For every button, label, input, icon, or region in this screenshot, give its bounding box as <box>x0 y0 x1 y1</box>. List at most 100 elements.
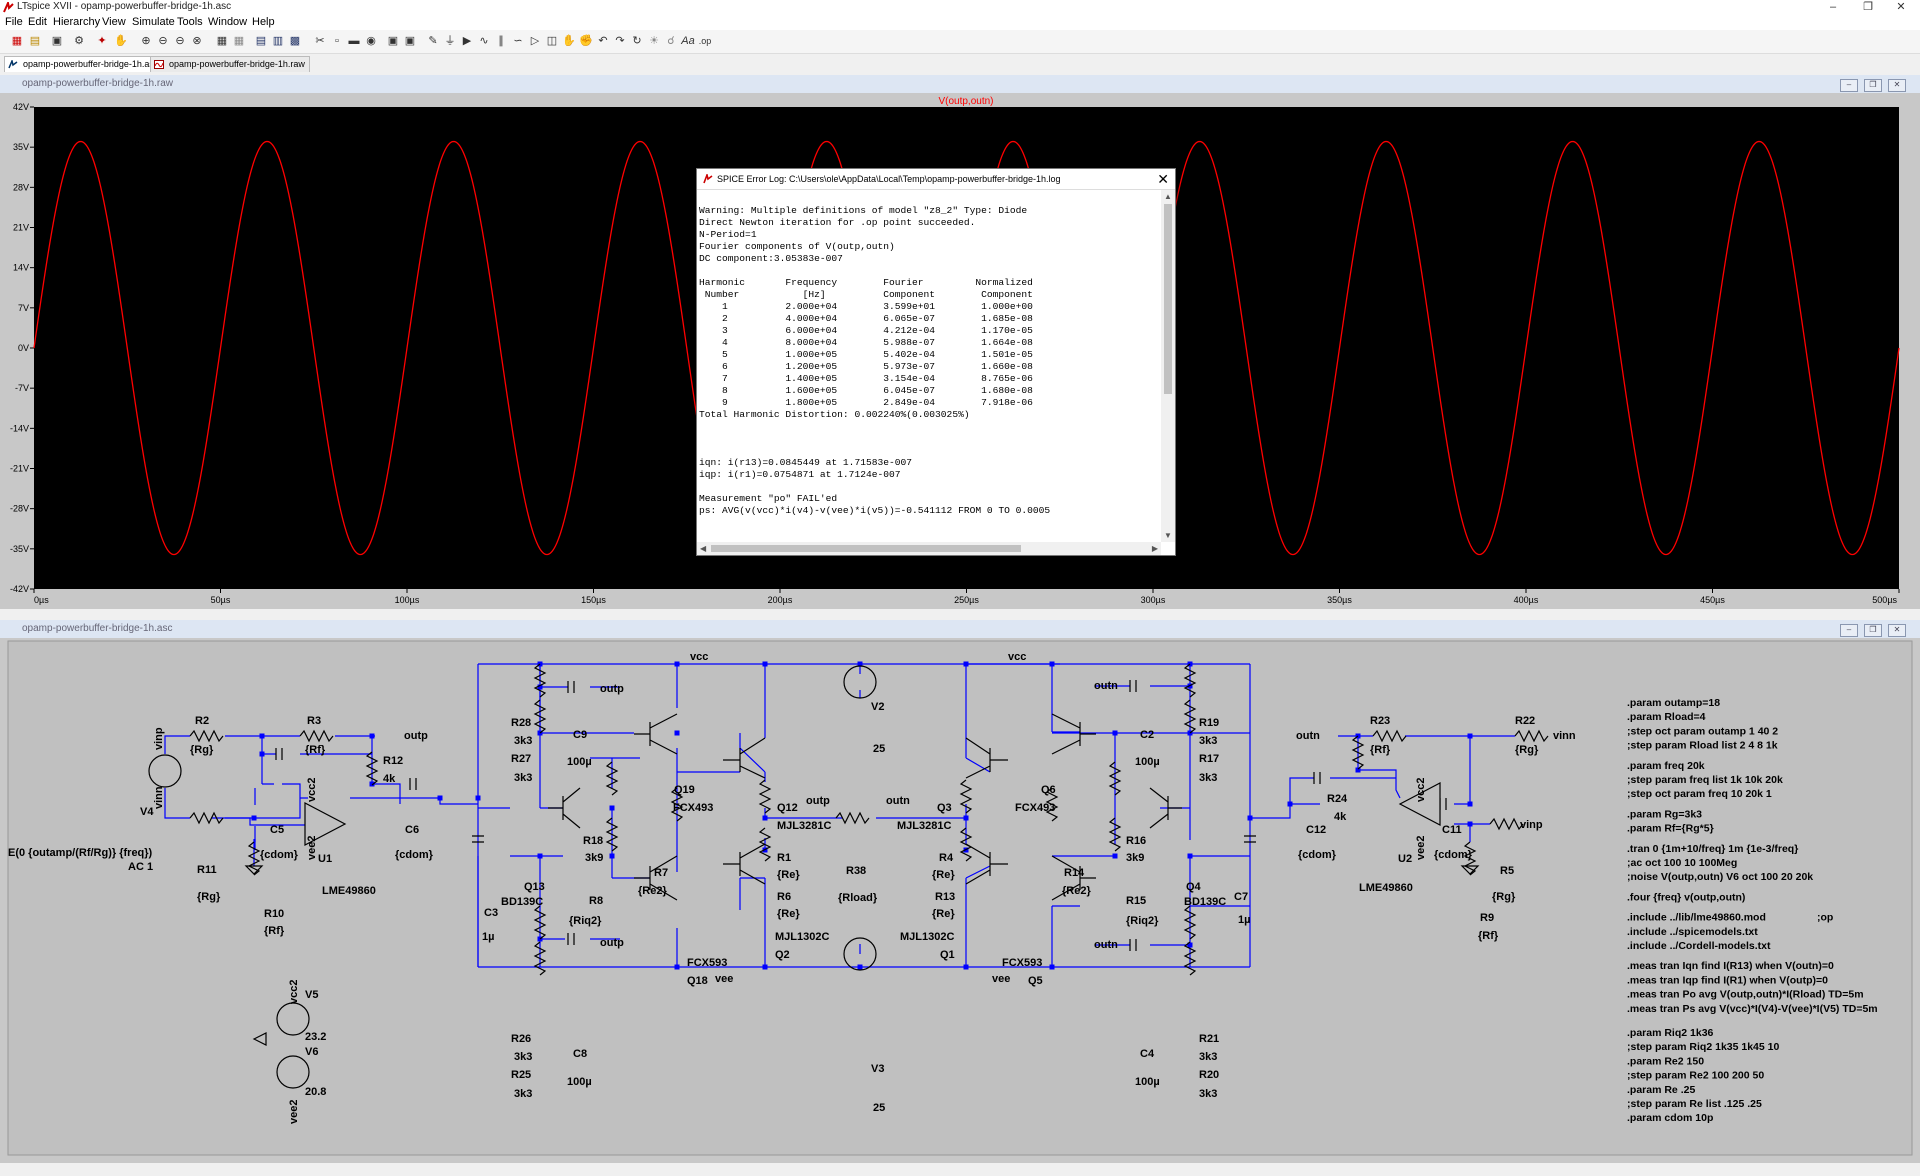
tab-waveform[interactable]: opamp-powerbuffer-bridge-1h.raw <box>150 56 310 72</box>
spice-directive-line[interactable]: ;noise V(outp,outn) V6 oct 100 20 20k <box>1627 871 1813 883</box>
tab-schematic[interactable]: opamp-powerbuffer-bridge-1h.asc <box>4 56 164 72</box>
spice-directive-icon[interactable]: .op <box>698 36 712 46</box>
spice-directive-line[interactable]: ;step param Re2 100 200 50 <box>1627 1070 1764 1082</box>
spice-directives[interactable]: .param outamp=18 .param Rload=4 ;step oct … <box>1627 697 1878 1124</box>
drag-icon[interactable]: ✊ <box>579 35 593 47</box>
undo-icon[interactable]: ↶ <box>598 35 608 47</box>
wire-icon[interactable]: ✎ <box>428 35 438 47</box>
paste-icon[interactable]: ▬ <box>348 35 360 47</box>
spice-directive-line[interactable]: .tran 0 {1m+10/freq} 1m {1e-3/freq} <box>1627 843 1798 855</box>
autorange-icon[interactable]: ▦ <box>216 35 228 47</box>
run-icon[interactable]: ✦ <box>97 35 107 47</box>
schematic-canvas[interactable]: vcc vcc vee vee outp outp outp outp outn… <box>0 638 1920 1165</box>
close-button[interactable]: ✕ <box>1896 1 1906 13</box>
error-log-vertical-scrollbar[interactable]: ▲ ▼ <box>1161 190 1175 542</box>
ground-icon[interactable]: ⏚ <box>444 35 456 47</box>
spice-directive-line[interactable]: .param outamp=18 <box>1627 697 1720 709</box>
spice-directive-line[interactable]: ;ac oct 100 10 100Meg <box>1627 857 1737 869</box>
spice-directive-line[interactable]: ;step oct param outamp 1 40 2 <box>1627 725 1778 737</box>
spice-directive-line[interactable]: ;step param Riq2 1k35 1k45 10 <box>1627 1041 1779 1053</box>
maximize-button[interactable]: ❐ <box>1863 1 1873 13</box>
new-schematic-icon[interactable]: ▦ <box>11 35 23 47</box>
component-icon[interactable]: ◫ <box>546 35 558 47</box>
copy-icon[interactable]: ▫ <box>335 35 339 47</box>
menu-window[interactable]: Window <box>208 16 248 28</box>
error-log-horizontal-scrollbar[interactable]: ◀ ▶ <box>697 542 1161 555</box>
spice-directive-line[interactable]: .meas tran Po avg V(outp,outn)*I(Rload) … <box>1627 989 1864 1001</box>
control-panel-icon[interactable]: ⚙ <box>74 35 84 47</box>
error-log-titlebar[interactable]: SPICE Error Log: C:\Users\ole\AppData\Lo… <box>697 169 1175 190</box>
rotate-icon[interactable]: ↻ <box>632 35 642 47</box>
spice-error-log-dialog[interactable]: SPICE Error Log: C:\Users\ole\AppData\Lo… <box>696 168 1176 556</box>
spice-directive-line[interactable]: .param Riq2 1k36 <box>1627 1027 1714 1039</box>
scroll-left-icon[interactable]: ◀ <box>700 544 707 553</box>
scroll-up-icon[interactable]: ▲ <box>1164 192 1172 201</box>
open-file-icon[interactable]: ▤ <box>29 35 41 47</box>
cascade-icon[interactable]: ▩ <box>289 35 301 47</box>
resistor-icon[interactable]: ∿ <box>479 35 489 47</box>
spice-directive-line[interactable]: .param Rf={Rg*5} <box>1627 823 1714 835</box>
spice-directive-line[interactable]: .four {freq} v(outp,outn) <box>1627 891 1745 903</box>
pan-icon[interactable]: ⊖ <box>158 35 168 47</box>
spice-directive-line[interactable]: .meas tran Ps avg V(vcc)*I(V4)-V(vee)*I(… <box>1627 1003 1878 1015</box>
tile-horizontal-icon[interactable]: ▤ <box>255 35 267 47</box>
delete-traces-icon[interactable]: ▦ <box>233 35 245 47</box>
text-icon[interactable]: ☌ <box>667 35 675 47</box>
spice-directive-line[interactable]: .include ../Cordell-models.txt <box>1627 940 1771 952</box>
waveform-close-button[interactable]: ✕ <box>1888 79 1906 92</box>
tile-vertical-icon[interactable]: ▥ <box>272 35 284 47</box>
error-log-text[interactable]: Warning: Multiple definitions of model "… <box>699 205 1051 516</box>
zoom-fit-icon[interactable]: ⊗ <box>192 35 202 47</box>
menu-view[interactable]: View <box>102 16 126 28</box>
label-net-icon[interactable]: ▶ <box>462 35 472 47</box>
waveform-minimize-button[interactable]: – <box>1840 79 1858 92</box>
spice-directive-line[interactable]: .param Re .25 <box>1627 1084 1695 1096</box>
horizontal-scroll-thumb[interactable] <box>711 545 1021 552</box>
menu-file[interactable]: File <box>5 16 23 28</box>
spice-directive-line[interactable]: .include ../lib/lme49860.mod <box>1627 912 1766 924</box>
zoom-out-icon[interactable]: ⊖ <box>175 35 185 47</box>
print-icon[interactable]: ▣ <box>404 35 416 47</box>
scroll-down-icon[interactable]: ▼ <box>1164 531 1172 540</box>
menu-hierarchy[interactable]: Hierarchy <box>53 16 101 28</box>
diode-icon[interactable]: ▷ <box>530 35 540 47</box>
capacitor-icon[interactable]: ∥ <box>498 35 504 47</box>
inductor-icon[interactable]: ∽ <box>513 35 523 47</box>
redo-icon[interactable]: ↷ <box>615 35 625 47</box>
spice-directive-line[interactable]: .param Rload=4 <box>1627 711 1706 723</box>
trace-label[interactable]: V(outp,outn) <box>938 96 993 107</box>
menu-help[interactable]: Help <box>252 16 275 28</box>
spice-directive-op[interactable]: ;op <box>1817 912 1833 924</box>
schematic-close-button[interactable]: ✕ <box>1888 624 1906 637</box>
spice-directive-line[interactable]: .include ../spicemodels.txt <box>1627 926 1758 938</box>
spice-directive-line[interactable]: ;step param freq list 1k 10k 20k <box>1627 774 1783 786</box>
spice-directive-line[interactable]: .param cdom 10p <box>1627 1112 1713 1124</box>
spice-directive-line[interactable]: .param Re2 150 <box>1627 1055 1704 1067</box>
text-aa-icon[interactable]: Aa <box>681 35 695 47</box>
menu-edit[interactable]: Edit <box>28 16 47 28</box>
minimize-button[interactable]: – <box>1829 1 1837 13</box>
spice-directive-line[interactable]: ;step oct param freq 10 20k 1 <box>1627 788 1772 800</box>
vertical-scroll-thumb[interactable] <box>1164 204 1172 394</box>
save-icon[interactable]: ▣ <box>51 35 63 47</box>
schematic-restore-button[interactable]: ❐ <box>1864 624 1882 637</box>
halt-icon[interactable]: ✋ <box>114 35 128 47</box>
spice-directive-line[interactable]: ;step param Re list .125 .25 <box>1627 1098 1762 1110</box>
print-setup-icon[interactable]: ▣ <box>387 35 399 47</box>
find-icon[interactable]: ◉ <box>366 35 376 47</box>
error-log-close-icon[interactable]: ✕ <box>1157 171 1169 187</box>
spice-directive-line[interactable]: .param freq 20k <box>1627 760 1705 772</box>
menu-simulate[interactable]: Simulate <box>132 16 175 28</box>
spice-directive-line[interactable]: .param Rg=3k3 <box>1627 808 1702 820</box>
cut-icon[interactable]: ✂ <box>315 35 325 47</box>
waveform-restore-button[interactable]: ❐ <box>1864 79 1882 92</box>
spice-directive-line[interactable]: ;step param Rload list 2 4 8 1k <box>1627 740 1778 752</box>
zoom-in-icon[interactable]: ⊕ <box>141 35 151 47</box>
scroll-right-icon[interactable]: ▶ <box>1151 544 1158 553</box>
spice-directive-line[interactable]: .meas tran Iqn find I(R13) when V(outn)=… <box>1627 960 1834 972</box>
move-icon[interactable]: ✋ <box>562 35 576 47</box>
schematic-minimize-button[interactable]: – <box>1840 624 1858 637</box>
spice-directive-line[interactable]: .meas tran Iqp find I(R1) when V(outp)=0 <box>1627 974 1828 986</box>
menu-tools[interactable]: Tools <box>177 16 203 28</box>
mirror-icon[interactable]: ☀ <box>649 35 659 47</box>
